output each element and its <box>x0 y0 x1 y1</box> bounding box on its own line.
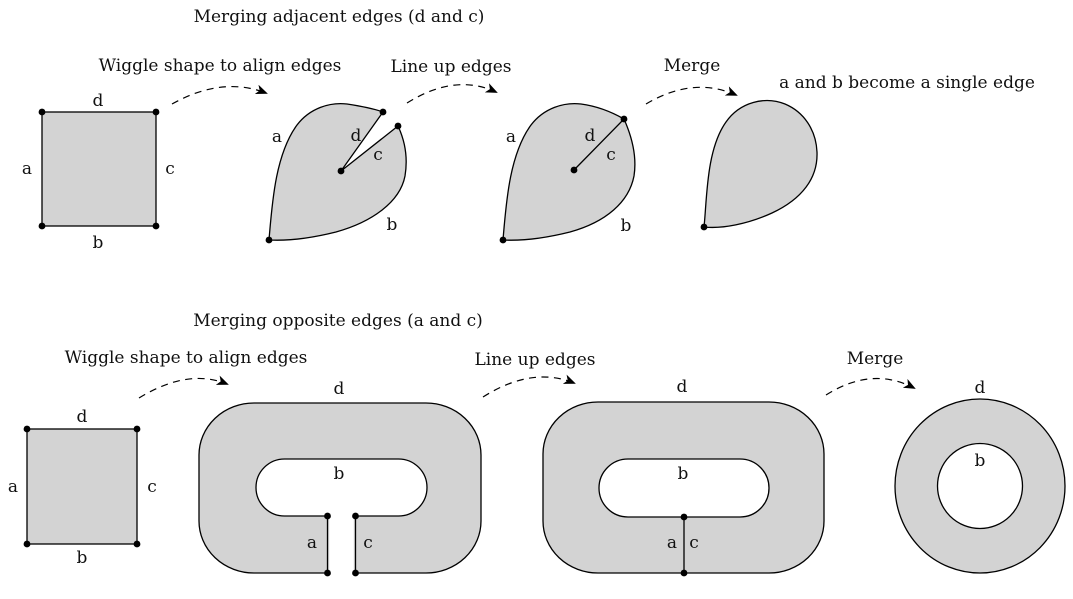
edge-label-a: a <box>667 533 677 553</box>
vertex-dot <box>38 222 46 230</box>
edge-label-c: c <box>606 145 616 165</box>
edge-label-d: d <box>585 126 596 146</box>
top-square: d a c b <box>22 91 175 253</box>
slit-gap <box>329 513 354 578</box>
top-step1-label: Wiggle shape to align edges <box>99 56 342 76</box>
dashed-arc-arrow <box>645 86 738 105</box>
vertex-dot <box>23 540 31 548</box>
vertex-dot <box>620 115 628 123</box>
edge-label-b: b <box>621 216 632 236</box>
bottom-merged-shape: d b <box>894 378 1066 574</box>
bottom-step1-arrow: Wiggle shape to align edges <box>65 348 308 399</box>
bottom-step2-arrow: Line up edges <box>475 350 596 398</box>
vertex-dot <box>133 425 141 433</box>
vertex-dot <box>352 512 359 520</box>
edge-label-b: b <box>678 464 689 484</box>
merged-chord-line <box>573 118 625 171</box>
dashed-arc-arrow <box>825 377 916 396</box>
edge-label-c: c <box>363 533 373 553</box>
top-row: Merging adjacent edges (d and c) d a c b… <box>22 7 1035 253</box>
vertex-dot <box>38 108 46 116</box>
bottom-step1-label: Wiggle shape to align edges <box>65 348 308 368</box>
vertex-dot <box>700 223 708 231</box>
dashed-arc-arrow <box>138 375 229 399</box>
dashed-arc-arrow <box>482 374 576 398</box>
edge-label-c: c <box>165 159 175 179</box>
edge-label-b: b <box>77 548 88 568</box>
annulus-hole-shape <box>936 442 1024 530</box>
top-step3-label: Merge <box>664 56 721 76</box>
aligned-leaf-shape <box>502 102 636 241</box>
edge-label-d: d <box>93 91 104 111</box>
vertex-dot <box>337 167 345 175</box>
edge-label-d: d <box>77 407 88 427</box>
edge-label-b: b <box>975 451 986 471</box>
edge-label-d: d <box>351 126 362 146</box>
vertex-dot <box>499 236 507 244</box>
vertex-dot <box>324 569 331 577</box>
edge-label-c: c <box>147 477 157 497</box>
vertex-dot <box>152 222 160 230</box>
edge-label-d: d <box>334 379 345 399</box>
top-step3-arrow: Merge <box>645 56 738 105</box>
top-result-caption: a and b become a single edge <box>779 73 1035 93</box>
edge-label-c: c <box>689 533 699 553</box>
bottom-row: Merging opposite edges (a and c) d a c b… <box>8 311 1066 578</box>
top-wiggled-shape: a d c b <box>265 102 407 244</box>
dashed-arc-arrow <box>406 83 498 104</box>
edge-label-a: a <box>22 159 32 179</box>
vertex-dot <box>352 569 359 577</box>
vertex-dot <box>23 425 31 433</box>
vertex-dot <box>379 108 387 116</box>
vertex-dot <box>394 122 402 130</box>
edge-label-a: a <box>307 533 317 553</box>
edge-label-b: b <box>387 215 398 235</box>
edge-label-d: d <box>975 378 986 398</box>
vertex-dot <box>133 540 141 548</box>
bottom-square: d a c b <box>8 407 157 568</box>
bottom-aligned-shape: d b a c <box>542 377 825 577</box>
bottom-step2-label: Line up edges <box>475 350 596 370</box>
vertex-dot <box>570 166 578 174</box>
vertex-dot <box>680 513 688 521</box>
bottom-wiggled-shape: d b a c <box>198 379 482 578</box>
vertex-dot <box>680 569 688 577</box>
bottom-step3-arrow: Merge <box>825 349 916 396</box>
edge-label-a: a <box>506 127 516 147</box>
dashed-arc-arrow <box>171 84 268 105</box>
top-aligned-shape: a d c b <box>499 102 636 244</box>
vertex-dot <box>152 108 160 116</box>
edge-label-b: b <box>334 464 345 484</box>
vertex-dot <box>324 512 331 520</box>
edge-label-d: d <box>677 377 688 397</box>
square-shape <box>26 428 138 545</box>
vertex-dot <box>265 236 273 244</box>
edge-label-a: a <box>272 127 282 147</box>
edge-label-a: a <box>8 477 18 497</box>
top-step2-arrow: Line up edges <box>391 57 512 104</box>
notched-leaf-shape <box>268 102 407 241</box>
top-merged-shape: a and b become a single edge <box>700 73 1035 231</box>
top-step1-arrow: Wiggle shape to align edges <box>99 56 342 105</box>
top-section-title: Merging adjacent edges (d and c) <box>194 7 485 27</box>
teardrop-shape <box>703 100 818 229</box>
top-step2-label: Line up edges <box>391 57 512 77</box>
bottom-section-title: Merging opposite edges (a and c) <box>193 311 483 331</box>
edge-label-c: c <box>373 145 383 165</box>
bottom-step3-label: Merge <box>847 349 904 369</box>
square-shape <box>41 111 157 227</box>
edge-label-b: b <box>93 233 104 253</box>
